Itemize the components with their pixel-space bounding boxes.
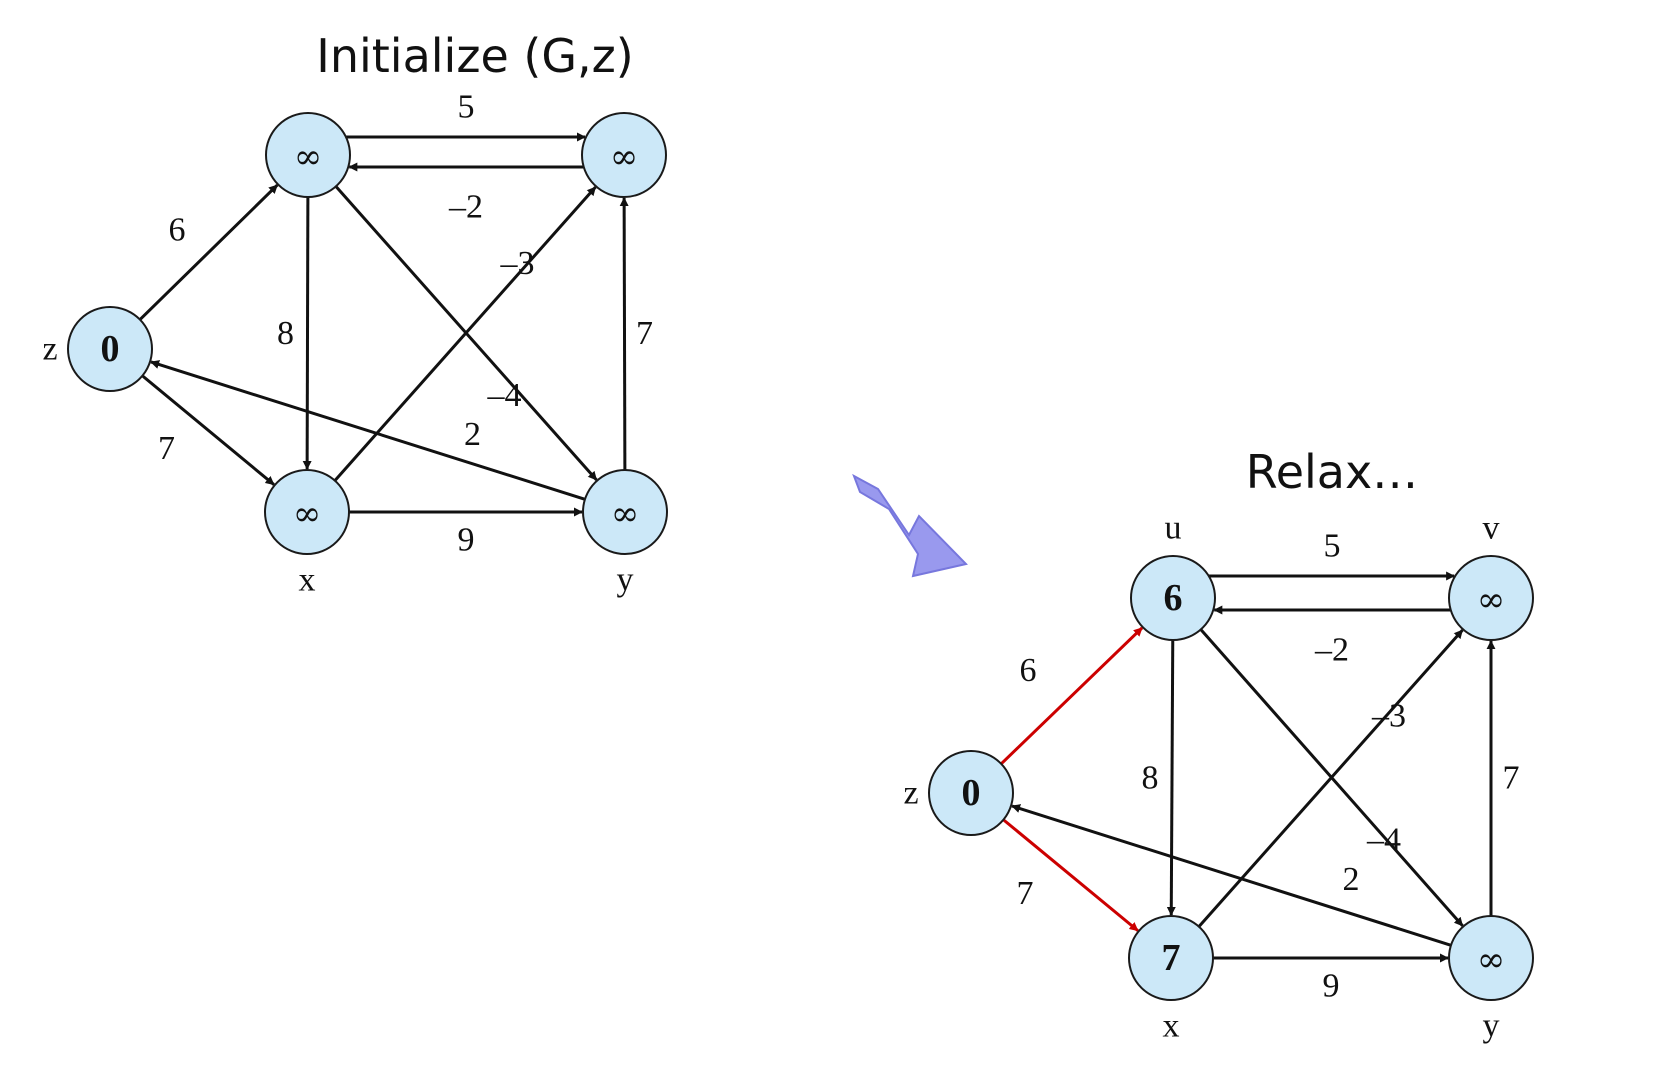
node-circle (928, 750, 1014, 836)
node-circle (1448, 555, 1534, 641)
node-u: 6u (1130, 510, 1216, 641)
graph-initialize-nodes: ∞∞0z∞x∞y (42, 112, 668, 599)
edge-weight-x-v: –3 (500, 245, 535, 282)
edge-weight-z-x: 7 (1017, 875, 1034, 912)
edge-z-x (1002, 818, 1139, 932)
edge-weight-u-v: 5 (458, 89, 475, 126)
edge-y-z (1011, 804, 1452, 947)
edge-weight-y-v: 7 (1503, 760, 1520, 797)
node-circle (1448, 915, 1534, 1001)
graph-initialize-edges: 5 –2 6 8 –3 7 –42 7 9 (138, 89, 653, 559)
edge-u-y (1199, 628, 1464, 927)
node-u: ∞ (265, 112, 351, 198)
node-name: x (299, 562, 316, 599)
edge-weight-z-u: 6 (1020, 652, 1037, 689)
node-x: ∞x (264, 469, 350, 599)
edge-weight-v-u: –2 (448, 189, 483, 226)
node-distance: ∞ (610, 137, 638, 177)
edge-weight-x-v: –3 (1371, 698, 1406, 735)
node-distance: ∞ (293, 494, 321, 534)
edge-weight-u-v: 5 (1324, 528, 1341, 565)
node-circle (1130, 555, 1216, 641)
node-z: 0z (903, 750, 1014, 836)
node-name: x (1163, 1008, 1180, 1045)
node-distance: ∞ (294, 137, 322, 177)
node-v: ∞ (581, 112, 667, 198)
node-circle (1128, 915, 1214, 1001)
node-circle (264, 469, 350, 555)
graph-title-initialize: Initialize (G,z) (316, 29, 633, 83)
edge-y-v (619, 197, 629, 471)
edge-weight-x-y: 9 (1323, 968, 1340, 1005)
node-distance: 0 (101, 328, 120, 370)
node-y: ∞y (1448, 915, 1534, 1045)
node-x: 7x (1128, 915, 1214, 1045)
node-distance: 0 (962, 772, 981, 814)
graph-title-relax: Relax… (1246, 445, 1418, 499)
node-name: y (617, 562, 634, 599)
node-v: ∞v (1448, 510, 1534, 641)
node-distance: ∞ (611, 494, 639, 534)
arrow-down-right-icon (852, 473, 968, 578)
edge-u-y (334, 185, 598, 481)
edge-weight-y-z: 2 (1343, 861, 1360, 898)
edge-weight-v-u: –2 (1314, 632, 1349, 669)
edge-weight-z-u: 6 (169, 212, 186, 249)
edge-weight-u-y: –4 (1366, 822, 1401, 859)
node-name: z (903, 775, 918, 812)
graph-relax-edges: 5 –2 6 8 –3 7 –42 7 9 (1000, 528, 1520, 1005)
edge-weight-u-x: 8 (277, 315, 294, 352)
node-name: z (42, 331, 57, 368)
node-distance: 6 (1164, 577, 1183, 619)
node-distance: ∞ (1477, 940, 1505, 980)
edge-y-z (150, 360, 586, 501)
edge-weight-y-v: 7 (636, 315, 653, 352)
edge-weight-y-z: 2 (464, 416, 481, 453)
node-y: ∞y (582, 469, 668, 599)
node-circle (265, 112, 351, 198)
node-circle (67, 306, 153, 392)
edge-z-x (141, 374, 275, 486)
node-circle (581, 112, 667, 198)
edge-z-u (138, 184, 279, 321)
edge-u-x (302, 196, 312, 470)
edge-u-x (1166, 639, 1176, 916)
edge-weight-u-x: 8 (1142, 760, 1159, 797)
node-name: v (1483, 510, 1500, 547)
node-name: y (1483, 1008, 1500, 1045)
edge-weight-z-x: 7 (158, 430, 175, 467)
node-circle (582, 469, 668, 555)
edge-weight-x-y: 9 (458, 522, 475, 559)
node-distance: 7 (1162, 937, 1181, 979)
node-distance: ∞ (1477, 580, 1505, 620)
node-name: u (1165, 510, 1182, 547)
edge-weight-u-y: –4 (487, 377, 522, 414)
edge-z-u (1000, 626, 1144, 765)
node-z: 0z (42, 306, 153, 392)
